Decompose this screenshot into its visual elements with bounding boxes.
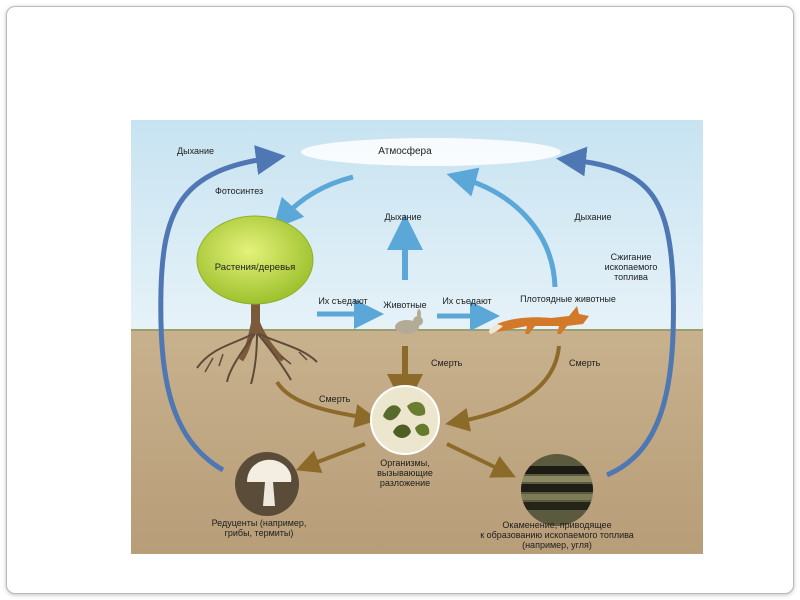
label-plants: Растения/деревья — [215, 262, 295, 273]
atmosphere-cloud — [301, 138, 561, 166]
label-respiration-left: Дыхание — [177, 146, 214, 156]
label-death-plants: Смерть — [319, 394, 351, 404]
rabbit-illustration — [395, 309, 423, 334]
label-fossilization-line1: Окаменение, приводящее — [502, 520, 611, 530]
carbon-cycle-svg: Атмосфера Дыхание Фотосинтез Дыхание Дых… — [131, 120, 703, 554]
label-reducers-line2: грибы, термиты) — [225, 528, 294, 538]
label-eaten-1: Их съедают — [318, 296, 367, 306]
label-respiration-right: Дыхание — [575, 212, 612, 222]
label-combustion-line1: Сжигание — [611, 252, 652, 262]
label-eaten-2: Их съедают — [442, 296, 491, 306]
label-fossilization-line3: (например, угля) — [522, 540, 592, 550]
slide-frame: Атмосфера Дыхание Фотосинтез Дыхание Дых… — [6, 6, 794, 594]
label-decomposers-line3: разложение — [380, 478, 430, 488]
combustion-arrow — [556, 146, 676, 478]
mushroom-illustration — [235, 452, 299, 516]
to-reducers-arrow — [295, 442, 366, 473]
label-animals: Животные — [383, 300, 426, 310]
death-plants-arrow — [275, 380, 379, 428]
respiration-left-arrow — [158, 145, 286, 473]
fox-illustration — [489, 306, 589, 334]
decomposers-illustration — [370, 385, 440, 455]
coal-layers-illustration — [521, 454, 593, 526]
carbon-cycle-diagram: Атмосфера Дыхание Фотосинтез Дыхание Дых… — [131, 120, 703, 554]
photosynthesis-arrow — [273, 174, 354, 230]
to-fossilization-arrow — [446, 442, 516, 478]
label-reducers-line1: Редуценты (например, — [212, 518, 307, 528]
label-decomposers-line2: вызывающие — [377, 468, 433, 478]
label-combustion-line2: ископаемого — [605, 262, 658, 272]
label-carnivores: Плотоядные животные — [520, 294, 616, 304]
tree-illustration — [196, 215, 318, 385]
label-respiration-center: Дыхание — [385, 212, 422, 222]
label-death-carnivores: Смерть — [569, 358, 601, 368]
label-death-animals: Смерть — [431, 358, 463, 368]
label-combustion-line3: топлива — [614, 272, 648, 282]
label-fossilization-line2: к образованию ископаемого топлива — [480, 530, 634, 540]
label-photosynthesis: Фотосинтез — [215, 186, 263, 196]
label-decomposers-line1: Организмы, — [380, 458, 429, 468]
respiration-right-arrow — [446, 167, 558, 288]
label-atmosphere: Атмосфера — [378, 145, 432, 157]
death-carnivores-arrow — [445, 345, 561, 432]
